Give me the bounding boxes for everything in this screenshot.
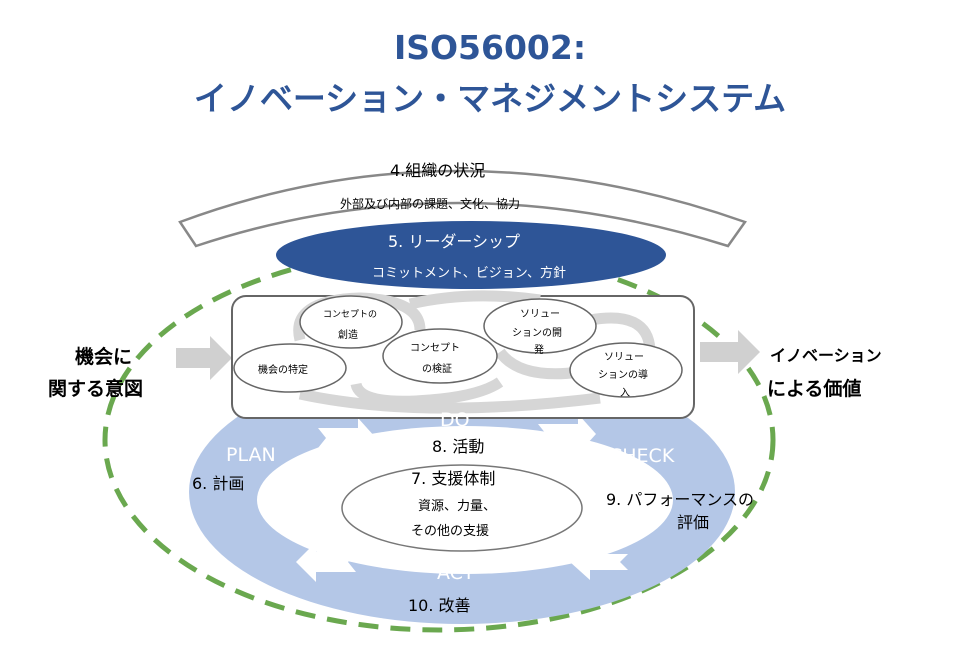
input-arrow [176, 336, 232, 380]
process-loop-arrow [589, 312, 656, 351]
cycle-arrow-plan-do [318, 418, 376, 458]
clause-planning-label: 6. 計画 [192, 474, 245, 493]
leadership-ellipse [276, 221, 666, 289]
process-develop-label-1: ソリュー [520, 309, 560, 320]
cycle-arrow-check-act [570, 544, 628, 580]
output-arrow [700, 330, 760, 374]
output-label-line1: イノベーション [770, 346, 882, 365]
clause-support-line2: その他の支援 [411, 524, 490, 539]
process-identify-label: 機会の特定 [258, 365, 308, 376]
clause-support-heading: 7. 支援体制 [411, 469, 496, 488]
process-create-label-1: コンセプトの [323, 310, 378, 320]
process-identify-ellipse [233, 343, 347, 393]
process-validate-label-2: の検証 [422, 364, 452, 375]
cycle-check-label: CHECK [609, 445, 675, 467]
process-validate-label-1: コンセプト [410, 343, 460, 354]
cycle-arrow-act-plan [296, 542, 356, 582]
clause-support-line1: 資源、力量、 [418, 499, 497, 514]
process-loop-arrow [408, 290, 541, 310]
context-heading: 4.組織の状況 [390, 161, 486, 180]
input-label-line1: 機会に [75, 346, 133, 368]
cycle-plan-label: PLAN [226, 444, 276, 466]
input-label-line2: 関する意図 [48, 378, 144, 400]
page-title-line2: イノベーション・マネジメントシステム [193, 79, 787, 118]
leadership-heading: 5. リーダーシップ [388, 232, 521, 251]
support-ellipse [341, 464, 583, 552]
process-loop-arrow [350, 377, 504, 407]
process-develop-ellipse [483, 298, 597, 354]
output-label-line2: による価値 [767, 378, 862, 400]
process-deploy-label-3: 入 [620, 388, 630, 399]
process-develop-label-2: ションの開 [512, 328, 562, 339]
process-deploy-ellipse [569, 342, 683, 398]
cycle-act-label: ACT [437, 562, 475, 584]
context-subtitle: 外部及び内部の課題、文化、協力 [340, 197, 521, 211]
process-deploy-label-1: ソリュー [604, 352, 644, 363]
clause-operation-label: 8. 活動 [432, 437, 485, 456]
process-develop-label-3: 発 [534, 345, 544, 356]
page-title-line1: ISO56002: [393, 28, 587, 67]
clause-evaluation-line2: 評価 [677, 513, 710, 532]
clause-improvement-label: 10. 改善 [408, 596, 471, 615]
process-loop-arrow [495, 348, 581, 380]
clause-evaluation-line1: 9. パフォーマンスの [606, 490, 755, 509]
process-create-ellipse [299, 295, 403, 349]
cycle-arrow-do-check [538, 414, 596, 454]
context-arch [178, 169, 747, 248]
leadership-subtitle: コミットメント、ビジョン、方針 [372, 266, 566, 281]
process-loop-arrow [298, 388, 601, 414]
cycle-do-label: DO [440, 409, 470, 431]
process-deploy-label-2: ションの導 [598, 370, 648, 381]
process-create-label-2: 創造 [338, 330, 358, 341]
process-validate-ellipse [382, 328, 498, 384]
